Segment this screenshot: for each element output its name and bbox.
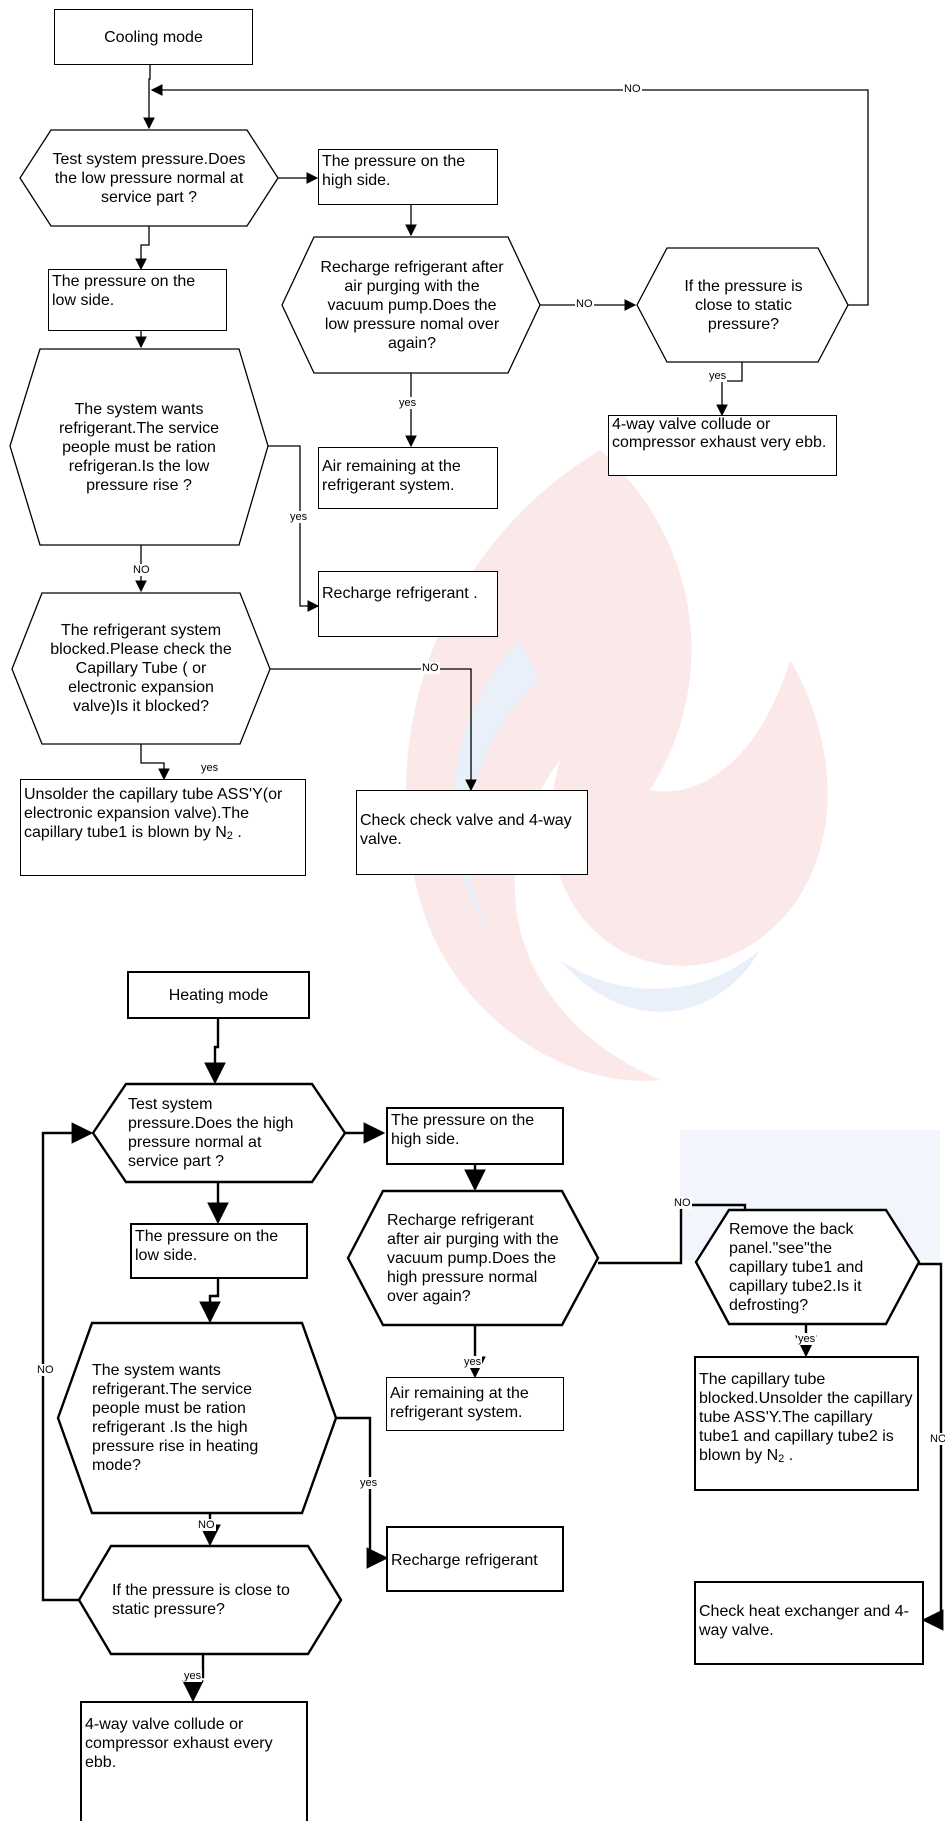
heating-blocked-text: The capillary tube blocked.Unsolder the … <box>699 1371 913 1464</box>
cooling-valve-result-box: 4-way valve collude or compressor exhaus… <box>608 415 837 476</box>
cooling-unsolder-box: Unsolder the capillary tube ASS'Y(or ele… <box>20 779 306 876</box>
heating-static-question: If the pressure is close to static press… <box>112 1582 290 1618</box>
cooling-wants-question: The system wants refrigerant.The service… <box>58 400 220 494</box>
heating-wants-question: The system wants refrigerant.The service… <box>92 1362 259 1474</box>
cooling-high-side-box: The pressure on the high side. <box>318 149 498 205</box>
cooling-label-yes-wants: yes <box>289 511 309 523</box>
heating-start-box: Heating mode <box>127 971 310 1019</box>
cooling-blocked-question: The refrigerant system blocked.Please ch… <box>50 622 232 715</box>
cooling-static-question: If the pressure is close to static press… <box>684 277 803 333</box>
cooling-label-yes-static: yes <box>708 370 728 382</box>
heating-recharge-box: Recharge refrigerant <box>386 1526 564 1592</box>
heating-blocked-end: . <box>784 1447 794 1464</box>
cooling-label-no-recharge: NO <box>575 298 594 310</box>
heating-high-side-box: The pressure on the high side. <box>386 1107 564 1165</box>
heating-valve-result-box: 4-way valve collude or compressor exhaus… <box>80 1701 308 1821</box>
cooling-low-side-box: The pressure on the low side. <box>48 269 227 331</box>
cooling-label-no-blocked: NO <box>421 662 440 674</box>
cooling-label-yes-recharge: yes <box>398 397 418 409</box>
heating-label-no-recharge: NO <box>673 1197 692 1209</box>
heating-back-panel-question: Remove the back panel."see"the capillary… <box>729 1220 864 1314</box>
heating-label-no-back: NO <box>929 1433 945 1445</box>
heating-low-side-box: The pressure on the low side. <box>130 1223 308 1279</box>
cooling-label-no-wants: NO <box>132 564 151 576</box>
heating-blocked-subscript: 2 <box>778 1453 785 1465</box>
heating-label-yes-recharge: yes <box>463 1356 483 1368</box>
heating-check-heat-box: Check heat exchanger and 4-way valve. <box>694 1581 924 1665</box>
heating-label-yes-wants: yes <box>359 1477 379 1489</box>
heating-test-question: Test system pressure.Does the high press… <box>128 1096 294 1170</box>
cooling-start-box: Cooling mode <box>54 9 253 65</box>
cooling-label-yes-blocked: yes <box>200 762 220 774</box>
heating-recharge-hexagon <box>346 1189 600 1327</box>
cooling-recharge-box: Recharge refrigerant . <box>318 571 498 637</box>
heating-label-no-left: NO <box>36 1364 55 1376</box>
heating-blocked-result-box: The capillary tube blocked.Unsolder the … <box>694 1356 919 1491</box>
heating-back-panel-hexagon <box>694 1208 921 1326</box>
cooling-test-question: Test system pressure.Does the low pressu… <box>52 150 246 206</box>
cooling-unsolder-subscript: 2 <box>226 830 233 842</box>
heating-label-yes-static: yes <box>183 1670 203 1682</box>
cooling-label-no-top: NO <box>623 83 642 95</box>
cooling-air-remaining-box: Air remaining at the refrigerant system. <box>318 447 498 509</box>
heating-static-hexagon <box>77 1544 343 1656</box>
cooling-check-valve-box: Check check valve and 4-way valve. <box>356 790 588 875</box>
heating-label-yes-back: yes <box>797 1333 817 1345</box>
heating-recharge-question: Recharge refrigerant after air purging w… <box>387 1211 559 1305</box>
heating-air-remaining-box: Air remaining at the refrigerant system. <box>386 1377 564 1431</box>
cooling-unsolder-text: Unsolder the capillary tube ASS'Y(or ele… <box>24 786 283 841</box>
cooling-recharge-question: Recharge refrigerant after air purging w… <box>320 258 504 352</box>
cooling-unsolder-end: . <box>232 824 242 841</box>
heating-label-no-wants: NO <box>197 1519 216 1531</box>
